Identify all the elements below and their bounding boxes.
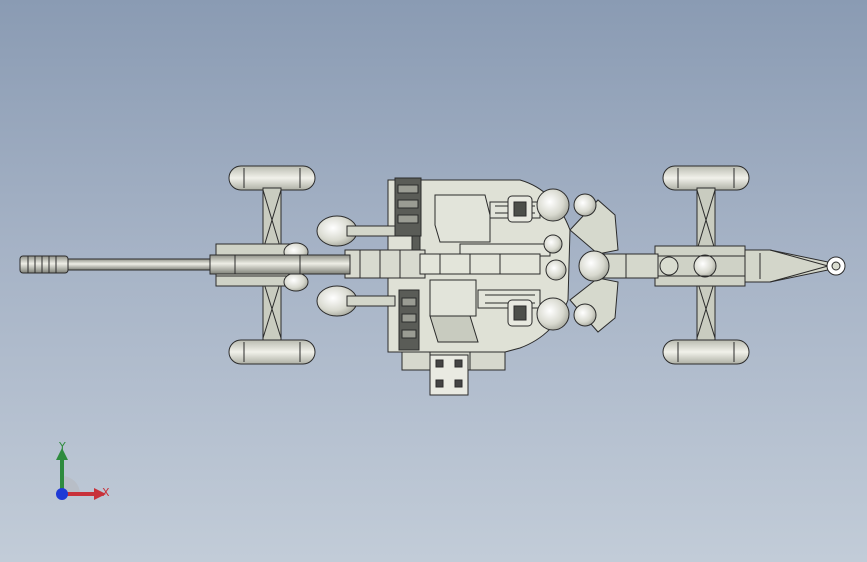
wheel-rear-left [662, 165, 750, 191]
ammo-box [429, 354, 469, 396]
rear-leg-truss [654, 187, 746, 341]
wheel-front-left [228, 165, 316, 191]
breech-mechanism [429, 194, 551, 343]
axis-y-label: Y [59, 440, 66, 453]
handwheel-left-upper [316, 215, 396, 247]
tow-bar [744, 249, 846, 283]
muzzle-brake [19, 255, 69, 274]
axis-x-label: X [102, 486, 110, 499]
cradle [344, 249, 541, 279]
wheel-rear-right [662, 339, 750, 365]
wheel-front-right [228, 339, 316, 365]
gunner-seats [507, 195, 533, 327]
gun-barrel [65, 254, 351, 275]
sight-domes [536, 188, 610, 331]
coordinate-triad: Y X [40, 436, 130, 516]
handwheel-left-lower [316, 285, 396, 317]
triad-graphic [56, 448, 106, 500]
